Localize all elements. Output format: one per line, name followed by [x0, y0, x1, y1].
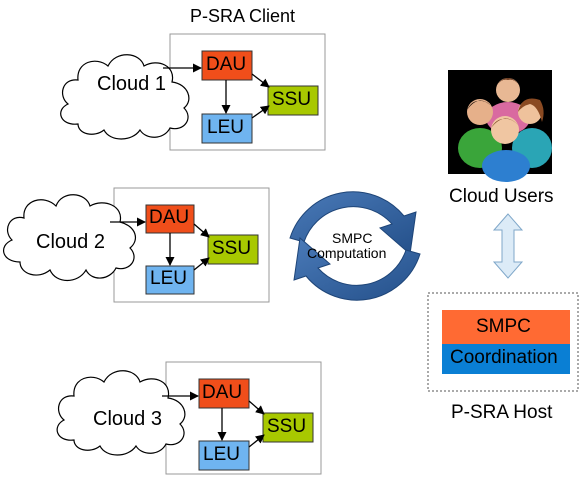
- leu-to-ssu-arrow: [193, 257, 210, 271]
- ssu-box: [267, 85, 319, 116]
- cloud-1-label: Cloud 1: [97, 73, 166, 95]
- leu-box: [198, 440, 250, 471]
- cloud-1-icon: [60, 54, 190, 140]
- dau-box: [198, 378, 250, 409]
- leu-to-ssu-arrow: [248, 434, 265, 448]
- cloud-3-icon: [56, 370, 186, 456]
- coordination-module-box: [442, 344, 570, 374]
- cloud-2-label: Cloud 2: [36, 231, 105, 253]
- leu-box: [145, 265, 195, 295]
- smpc-module-box: [442, 310, 570, 344]
- dau-label: DAU: [206, 54, 247, 75]
- double-arrow-icon: [492, 213, 524, 279]
- host-title: P-SRA Host: [451, 402, 553, 423]
- leu-to-ssu-arrow: [251, 105, 270, 119]
- client-panel-3: [56, 361, 322, 475]
- smpc-module-label: SMPC: [476, 316, 531, 337]
- users-group-icon: [448, 70, 552, 182]
- ssu-label: SSU: [267, 416, 307, 437]
- leu-box: [201, 113, 253, 144]
- ssu-box: [207, 234, 259, 265]
- cloud-users-label: Cloud Users: [449, 186, 554, 207]
- client-panel-1: [60, 33, 326, 151]
- leu-label: LEU: [203, 444, 240, 465]
- smpc-cycle-line1: SMPC: [332, 230, 373, 246]
- client-panel-2: [3, 187, 270, 303]
- smpc-cycle-icon: [289, 191, 421, 301]
- ssu-label: SSU: [272, 89, 312, 110]
- cloud-3-label: Cloud 3: [93, 408, 162, 430]
- coordination-module-label: Coordination: [450, 347, 558, 368]
- dau-box: [201, 50, 253, 81]
- dau-box: [145, 204, 195, 234]
- ssu-box: [262, 412, 314, 443]
- ssu-label: SSU: [212, 238, 252, 259]
- leu-label: LEU: [150, 268, 187, 289]
- dau-to-ssu-arrow: [251, 73, 270, 88]
- dau-to-ssu-arrow: [248, 400, 265, 415]
- dau-label: DAU: [202, 382, 243, 403]
- dau-to-ssu-arrow: [193, 223, 210, 238]
- smpc-cycle-line2: Computation: [307, 245, 387, 261]
- client-title: P-SRA Client: [190, 6, 296, 26]
- leu-label: LEU: [207, 117, 244, 138]
- dau-label: DAU: [149, 207, 190, 228]
